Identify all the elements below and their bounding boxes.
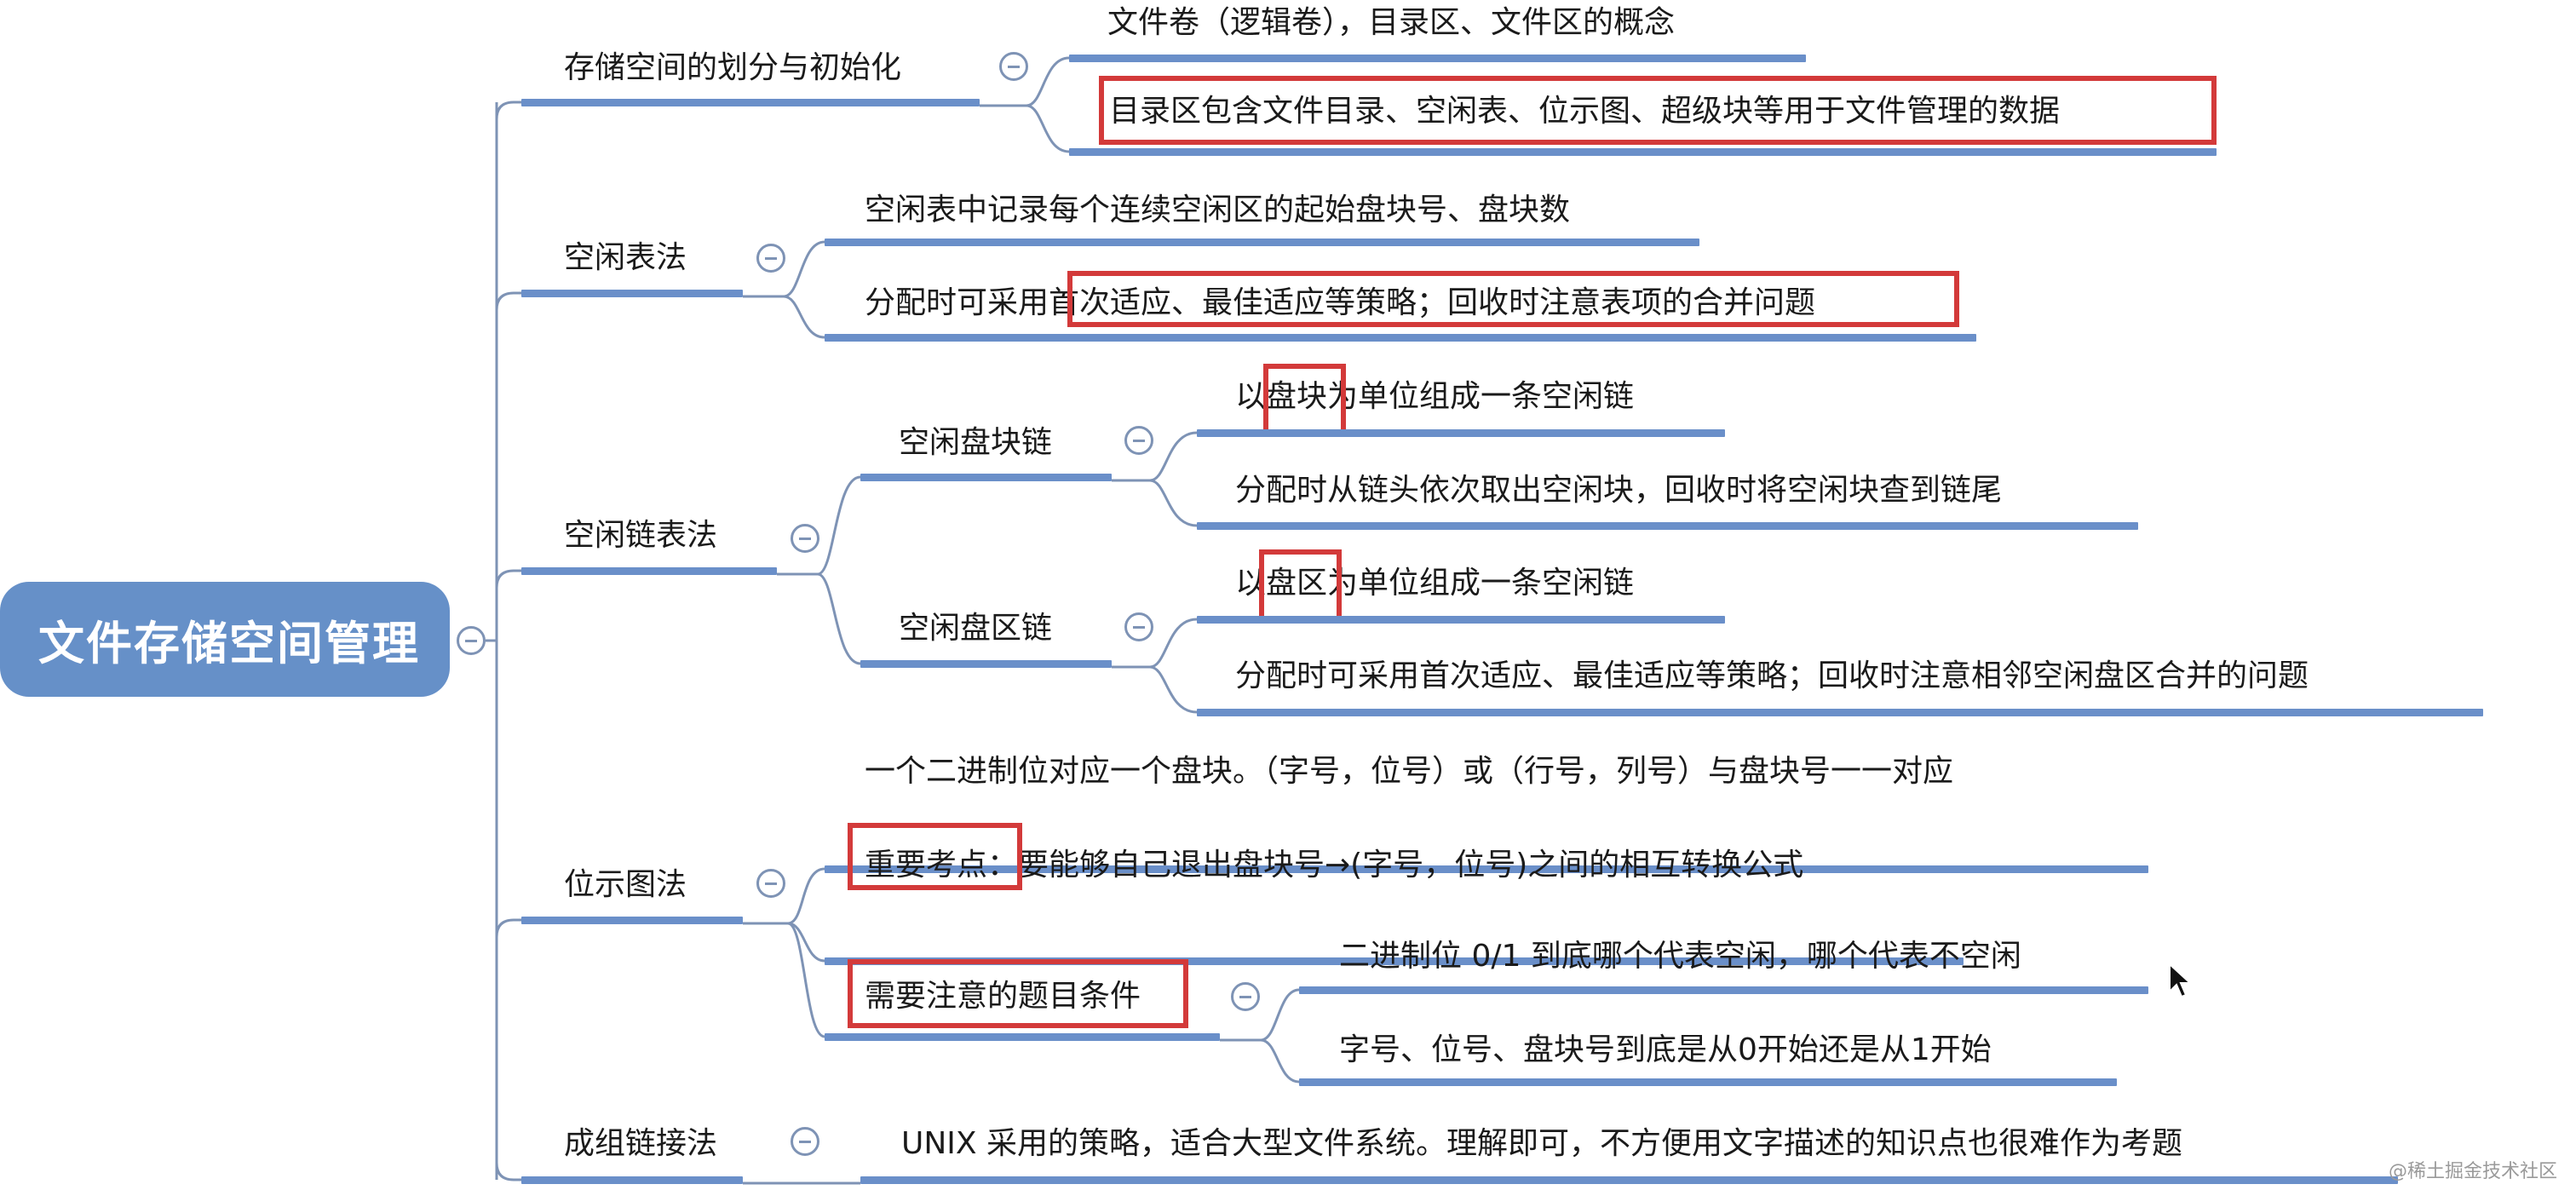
branch-underline [521,1176,743,1184]
leaf-underline [860,1176,2398,1184]
mouse-pointer-icon [2169,963,2193,998]
branch-underline [521,290,743,297]
branch-underline [521,99,980,106]
leaf-bitmap-key-point[interactable]: 重要考点：要能够自己退出盘块号→(字号，位号)之间的相互转换公式 [865,848,1804,882]
branch-storage-partition[interactable]: 存储空间的划分与初始化 [564,50,902,85]
leaf-underline [825,334,1976,342]
collapse-minus-icon[interactable] [1124,426,1153,455]
leaf-index-base[interactable]: 字号、位号、盘块号到底是从0开始还是从1开始 [1339,1032,1992,1067]
branch-underline [860,474,1112,481]
leaf-underline [1197,709,2483,716]
highlight-box [1259,549,1342,622]
leaf-block-chain-unit[interactable]: 以盘块为单位组成一条空闲链 [1235,379,1635,414]
branch-bitmap[interactable]: 位示图法 [564,867,687,902]
leaf-underline [1069,55,1806,62]
leaf-block-chain-alloc[interactable]: 分配时从链头依次取出空闲块，回收时将空闲块查到链尾 [1235,473,2003,508]
leaf-underline [1197,616,1725,624]
leaf-free-table-alloc[interactable]: 分配时可采用首次适应、最佳适应等策略；回收时注意表项的合并问题 [865,285,1816,320]
leaf-extent-chain-unit[interactable]: 以盘区为单位组成一条空闲链 [1235,566,1635,601]
collapse-minus-icon[interactable] [756,869,785,898]
collapse-minus-icon[interactable] [1124,612,1153,641]
leaf-underline [1197,522,2138,530]
leaf-bitmap-mapping[interactable]: 一个二进制位对应一个盘块。（字号，位号）或（行号，列号）与盘块号一一对应 [865,754,1954,789]
leaf-underline [1069,148,2217,156]
root-label: 文件存储空间管理 [38,617,420,670]
branch-underline [521,917,743,924]
branch-underline [521,567,777,575]
root-node[interactable]: 文件存储空间管理 [0,582,450,697]
branch-underline [860,660,1112,668]
leaf-unix-strategy[interactable]: UNIX 采用的策略，适合大型文件系统。理解即可，不方便用文字描述的知识点也很难… [901,1126,2183,1161]
collapse-minus-icon[interactable] [999,52,1028,81]
branch-free-block-chain[interactable]: 空闲盘块链 [899,425,1053,460]
leaf-extent-chain-alloc[interactable]: 分配时可采用首次适应、最佳适应等策略；回收时注意相邻空闲盘区合并的问题 [1235,658,2309,693]
branch-free-list[interactable]: 空闲链表法 [564,518,718,553]
leaf-directory-area[interactable]: 目录区包含文件目录、空闲表、位示图、超级块等用于文件管理的数据 [1109,94,2061,129]
collapse-minus-icon[interactable] [791,1127,819,1156]
branch-free-table[interactable]: 空闲表法 [564,240,687,275]
leaf-bit-meaning[interactable]: 二进制位 0/1 到底哪个代表空闲，哪个代表不空闲 [1339,939,2021,974]
branch-free-extent-chain[interactable]: 空闲盘区链 [899,611,1053,646]
highlight-box [848,959,1188,1028]
collapse-minus-icon[interactable] [791,524,819,553]
leaf-underline [1299,986,2148,994]
leaf-underline [1197,429,1725,437]
highlight-box [1263,364,1346,434]
branch-conditions-note[interactable]: 需要注意的题目条件 [865,979,1141,1014]
leaf-free-table-record[interactable]: 空闲表中记录每个连续空闲区的起始盘块号、盘块数 [865,193,1571,227]
leaf-underline [825,957,1964,965]
branch-grouped-link[interactable]: 成组链接法 [564,1126,718,1161]
highlight-box [1099,76,2217,145]
highlight-box [1067,271,1959,327]
branch-underline [825,1033,1220,1041]
highlight-box [848,823,1022,890]
collapse-minus-icon[interactable] [1231,982,1260,1011]
leaf-underline [1299,1078,2117,1086]
leaf-volume-concept[interactable]: 文件卷（逻辑卷），目录区、文件区的概念 [1107,5,1676,40]
collapse-minus-icon[interactable] [457,626,486,655]
watermark: @稀土掘金技术社区 [2388,1161,2557,1182]
collapse-minus-icon[interactable] [756,244,785,273]
leaf-underline [825,865,2148,873]
leaf-underline [825,239,1699,246]
